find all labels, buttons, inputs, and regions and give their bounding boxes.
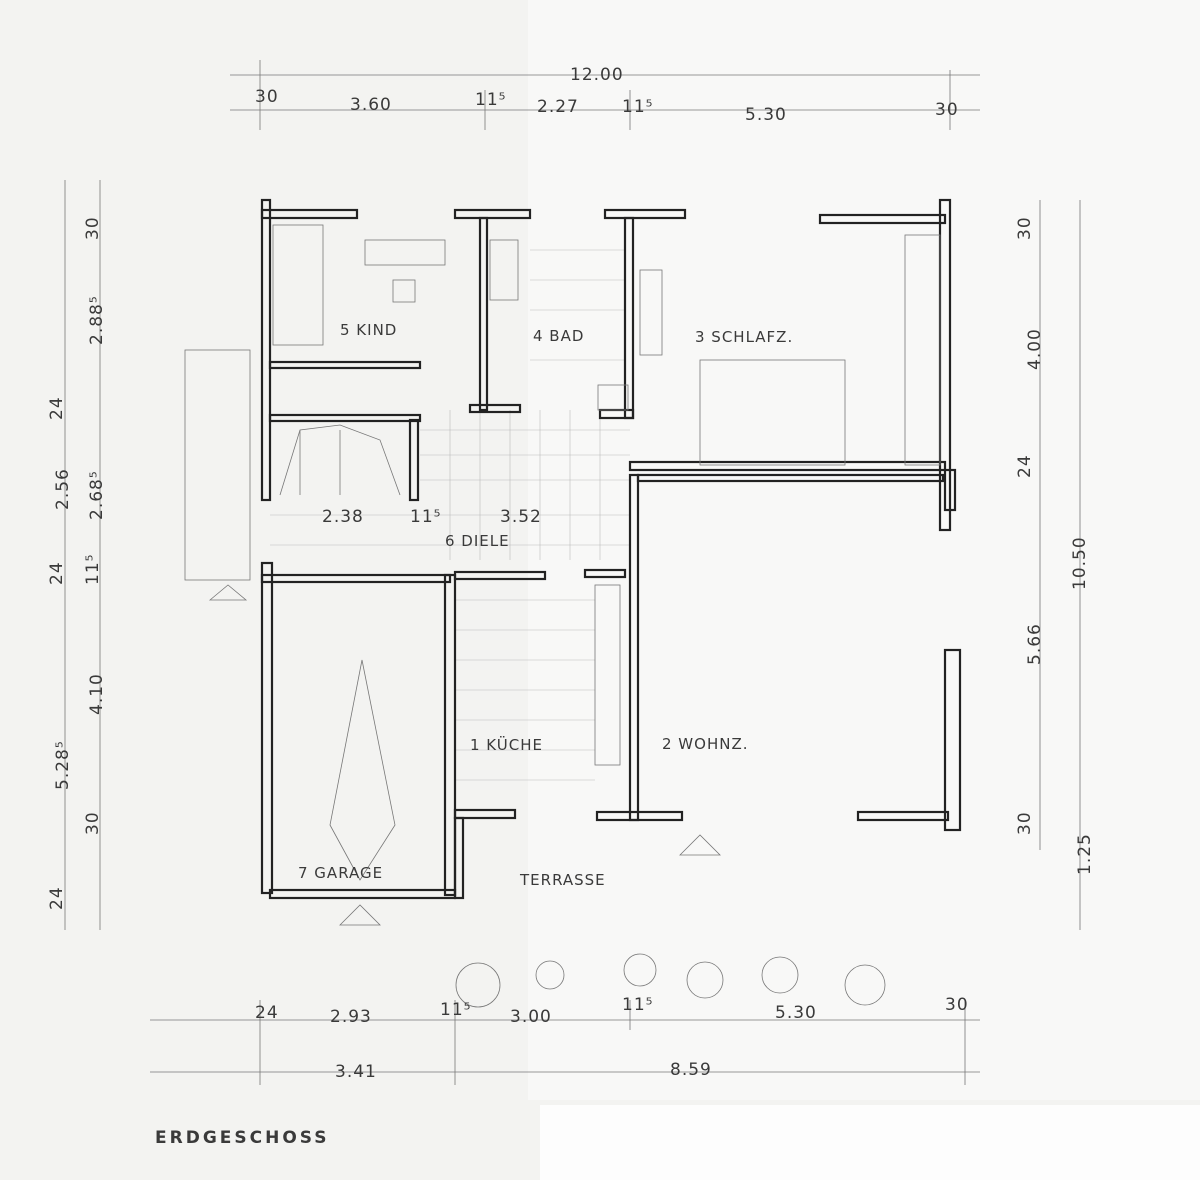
dim-diele-1: 2.38 <box>322 507 364 527</box>
left-dimensions: 24 2.56 24 5.28⁵ 24 30 2.88⁵ 2.68⁵ 11⁵ 4… <box>47 216 107 910</box>
dim-right-3: 24 <box>1015 454 1035 478</box>
dim-left-inner-3: 2.68⁵ <box>87 470 107 520</box>
dim-top-3: 11⁵ <box>475 90 506 110</box>
dim-bottom-6: 5.30 <box>775 1003 817 1023</box>
dim-bottom-3: 11⁵ <box>440 1000 471 1020</box>
dim-right-1: 30 <box>1015 216 1035 240</box>
dim-left-inner-4: 11⁵ <box>83 554 103 585</box>
dim-right-4: 5.66 <box>1025 623 1045 665</box>
room-label-diele: 6 DIELE <box>445 532 510 550</box>
paper-edge <box>540 1105 1200 1180</box>
dim-diele-2: 11⁵ <box>410 507 441 527</box>
dim-top-7: 30 <box>935 100 959 120</box>
fixtures <box>184 224 941 926</box>
room-label-garage: 7 GARAGE <box>298 864 383 882</box>
room-label-kueche: 1 KÜCHE <box>470 735 543 754</box>
dim-top-4: 2.27 <box>537 97 579 117</box>
dim-left-outer-4: 5.28⁵ <box>53 740 73 790</box>
dim-left-inner-5: 4.10 <box>87 673 107 715</box>
dim-top-5: 11⁵ <box>622 97 653 117</box>
dim-bottom-2: 2.93 <box>330 1007 372 1027</box>
dim-bottom-total-2: 8.59 <box>670 1060 712 1080</box>
walls <box>260 198 962 900</box>
terrace-label: TERRASSE <box>519 871 606 889</box>
dim-bottom-total-1: 3.41 <box>335 1062 377 1082</box>
dim-top-6: 5.30 <box>745 105 787 125</box>
dimension-lines <box>64 60 1081 1085</box>
dim-right-5: 30 <box>1015 811 1035 835</box>
dim-top-1: 30 <box>255 87 279 107</box>
dim-left-inner-2: 2.88⁵ <box>87 295 107 345</box>
dim-total-width: 12.00 <box>570 65 624 85</box>
dim-right-terrace: 1.25 <box>1075 833 1095 875</box>
room-label-schlafz: 3 SCHLAFZ. <box>695 328 793 346</box>
dim-right-2: 4.00 <box>1025 328 1045 370</box>
dim-bottom-7: 30 <box>945 995 969 1015</box>
dim-left-outer-3: 24 <box>47 561 67 585</box>
dim-right-total: 10.50 <box>1070 536 1090 590</box>
dim-bottom-1: 24 <box>255 1003 279 1023</box>
right-dimensions: 30 4.00 24 5.66 30 10.50 1.25 <box>1015 216 1095 875</box>
room-label-bad: 4 BAD <box>533 327 584 345</box>
dim-left-outer-5: 24 <box>47 886 67 910</box>
dim-left-inner-1: 30 <box>83 216 103 240</box>
room-label-kind: 5 KIND <box>340 321 397 339</box>
dim-left-outer-1: 24 <box>47 396 67 420</box>
dim-top-2: 3.60 <box>350 95 392 115</box>
dim-left-inner-6: 30 <box>83 811 103 835</box>
garden-plants <box>455 953 886 1008</box>
drawing-title: ERDGESCHOSS <box>155 1128 330 1148</box>
dim-bottom-4: 3.00 <box>510 1007 552 1027</box>
room-label-wohnz: 2 WOHNZ. <box>662 735 749 753</box>
paper-right-sheet <box>528 0 1200 1100</box>
dim-left-outer-2: 2.56 <box>53 468 73 510</box>
dim-bottom-5: 11⁵ <box>622 995 653 1015</box>
floor-tiling <box>270 249 630 781</box>
dim-diele-3: 3.52 <box>500 507 542 527</box>
